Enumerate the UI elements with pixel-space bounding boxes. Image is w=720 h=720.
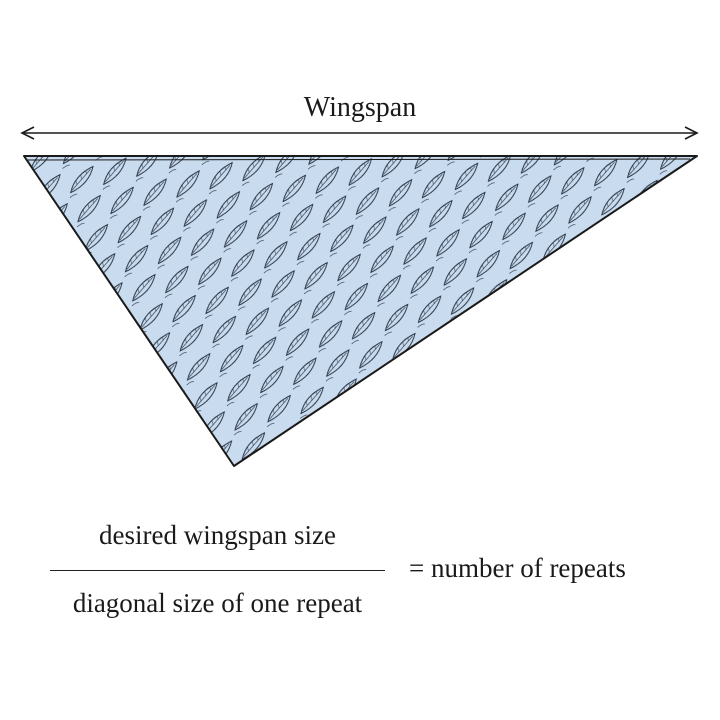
shawl-triangle (23, 155, 698, 467)
formula-result: = number of repeats (409, 553, 626, 583)
formula-denominator: diagonal size of one repeat (72, 588, 363, 618)
fraction-bar (50, 570, 385, 571)
formula-numerator: desired wingspan size (99, 520, 336, 550)
leaf-lace-pattern (24, 156, 697, 466)
wingspan-label: Wingspan (303, 92, 417, 123)
wingspan-arrow (20, 126, 699, 140)
